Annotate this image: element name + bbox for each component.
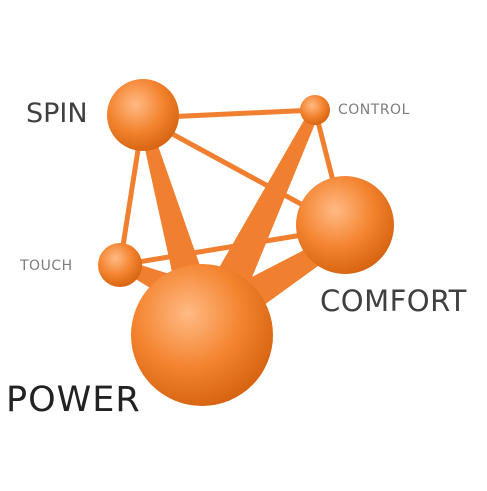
label-control: CONTROL (338, 102, 410, 118)
node-power (131, 264, 273, 406)
edge-power-spin (139, 120, 212, 308)
label-spin: SPIN (26, 98, 88, 129)
node-comfort (296, 176, 394, 274)
node-control (300, 95, 330, 125)
node-touch (98, 243, 142, 287)
label-power: POWER (6, 380, 141, 420)
node-spin (107, 79, 179, 151)
label-comfort: COMFORT (320, 284, 467, 318)
label-touch: TOUCH (20, 258, 73, 274)
edge-power-control (212, 108, 319, 292)
nodes (98, 79, 394, 406)
